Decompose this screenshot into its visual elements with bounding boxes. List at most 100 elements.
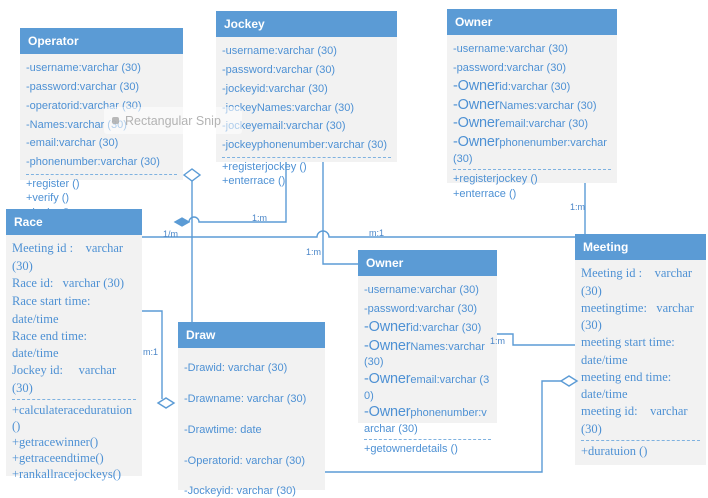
attribute-text: -jockeyNames:varchar (30) (222, 101, 355, 114)
method: +registerjockey () (453, 173, 538, 186)
attribute-text: id:varchar (30) (410, 321, 482, 334)
attribute: Meeting id : varchar (30) (581, 264, 700, 299)
class-box-draw[interactable]: Draw -Drawid: varchar (30) -Drawname: var… (178, 322, 325, 497)
attribute: Race end time: date/time (12, 327, 136, 362)
snip-icon (112, 117, 119, 124)
connector-ownermid-meeting[interactable] (497, 333, 575, 346)
attribute: Race id: varchar (30) (12, 274, 136, 293)
method: +verify () (26, 192, 70, 205)
multiplicity-label-jockey-owner: 1:m (306, 247, 322, 257)
separator-line (12, 398, 136, 400)
attribute-text: -username:varchar (30) (453, 43, 568, 55)
method: +getracewinner() (12, 434, 99, 449)
attribute-list: -username:varchar (30) -password:varchar … (364, 280, 491, 436)
method: +getraceendtime() (12, 450, 104, 465)
attribute-text: -email:varchar (30) (26, 137, 119, 150)
attribute-text: -phonenumber:varchar (30) (26, 156, 160, 169)
attribute-text: -password:varchar (30) (364, 302, 478, 315)
class-box-owner-mid[interactable]: Owner -username:varchar (30) -password:va… (358, 250, 497, 455)
method: +calculateraceduratuion () (12, 402, 136, 433)
separator-line (222, 157, 391, 159)
attribute: -jockeyphonenumber:varchar (30) (222, 135, 391, 154)
attribute-text: -jockeyid:varchar (30) (222, 82, 328, 95)
attribute-prefix: -Owner (364, 318, 411, 335)
class-title-jockey: Jockey (216, 11, 397, 37)
attribute-list: -username:varchar (30) -password:varchar … (26, 58, 177, 171)
attribute: -OwnerNames:varchar (30) (453, 96, 611, 115)
attribute: -password:varchar (30) (453, 58, 611, 77)
method-list: +registerjockey ()+enterrace () (222, 160, 391, 189)
attribute: -password:varchar (30) (364, 299, 491, 318)
attribute-list: Meeting id : varchar (30)Race id: varcha… (12, 239, 136, 396)
class-box-meeting[interactable]: Meeting Meeting id : varchar (30)meeting… (575, 234, 706, 465)
separator-line (364, 438, 491, 440)
method-list: +calculateraceduratuion ()+getracewinner… (12, 402, 136, 482)
attribute: -Drawtime: date (184, 420, 319, 439)
attribute-text: -password:varchar (30) (26, 80, 140, 93)
attribute: -Ownerphonenumber:varchar (30) (364, 403, 491, 436)
attribute-text: meeting end time: date/time (581, 369, 675, 402)
attribute-prefix: -Owner (364, 370, 411, 387)
attribute: -Ownerid:varchar (30) (364, 318, 491, 337)
class-box-jockey[interactable]: Jockey -username:varchar (30) -password:v… (216, 11, 397, 187)
attribute: meeting end time: date/time (581, 368, 700, 403)
attribute-text: Race end time: date/time (12, 328, 97, 361)
attribute: -Drawname: varchar (30) (184, 389, 319, 408)
attribute: -Drawid: varchar (30) (184, 358, 319, 377)
separator-line (581, 439, 700, 441)
attribute: -password:varchar (30) (222, 60, 391, 79)
attribute: -Ownerid:varchar (30) (453, 77, 611, 96)
attribute: Jockey id: varchar (30) (12, 361, 136, 396)
attribute-prefix: -Owner (364, 403, 411, 420)
multiplicity-label-owner-meeting: 1:m (570, 202, 586, 212)
attribute: -phonenumber:varchar (30) (26, 152, 177, 171)
attribute-list: -Drawid: varchar (30) -Drawname: varchar … (184, 358, 319, 498)
attribute-prefix: -Owner (453, 115, 500, 132)
attribute: -username:varchar (30) (222, 41, 391, 60)
attribute: Race start time: date/time (12, 292, 136, 327)
attribute: -jockeyNames:varchar (30) (222, 98, 391, 117)
method: +register () (26, 178, 80, 191)
attribute-list: Meeting id : varchar (30)meetingtime: va… (581, 264, 700, 437)
attribute-text: -password:varchar (30) (222, 63, 336, 76)
attribute-text: -Operatorid: varchar (30) (184, 454, 306, 467)
attribute: meetingtime: varchar (30) (581, 299, 700, 334)
attribute: meeting id: varchar (30) (581, 402, 700, 437)
attribute-text: -Drawid: varchar (30) (184, 362, 288, 374)
attribute-text: -jockeyphonenumber:varchar (30) (222, 139, 388, 152)
attribute: meeting start time: date/time (581, 333, 700, 368)
class-box-owner-top[interactable]: Owner -username:varchar (30)-password:va… (447, 9, 617, 200)
method-list: +duratuion () (581, 443, 700, 459)
class-box-operator[interactable]: Operator -username:varchar (30) -password… (20, 28, 183, 219)
multiplicity-label-race-left: 1/m (163, 229, 179, 239)
attribute-text: meeting start time: date/time (581, 335, 678, 367)
class-title-owner-mid: Owner (358, 250, 497, 276)
method-list: +getownerdetails () (364, 442, 491, 456)
class-title-operator: Operator (20, 28, 183, 54)
attribute: -OwnerNames:varchar (30) (364, 337, 491, 370)
method-list: +registerjockey ()+enterrace () (453, 172, 611, 201)
attribute-text: Race start time: date/time (12, 294, 100, 326)
attribute: -Owneremail:varchar (30) (453, 114, 611, 133)
method: +getownerdetails () (364, 442, 458, 455)
attribute-text: -username:varchar (30) (222, 45, 337, 57)
attribute-text: -username:varchar (30) (364, 284, 479, 296)
attribute-prefix: -Owner (364, 337, 411, 354)
class-title-draw: Draw (178, 322, 325, 348)
attribute-text: id:varchar (30) (499, 80, 571, 93)
connector-race-meeting[interactable] (142, 230, 575, 238)
attribute-text: -Drawtime: date (184, 423, 262, 436)
attribute: -username:varchar (30) (26, 58, 177, 77)
multiplicity-label-race-meeting: m:1 (369, 228, 385, 238)
method: +enterrace () (453, 187, 517, 200)
attribute-text: -username:varchar (30) (26, 62, 141, 74)
separator-line (453, 169, 611, 171)
snip-watermark: Rectangular Snip (104, 107, 242, 134)
attribute-text: Meeting id : varchar (30) (12, 241, 127, 273)
attribute: Meeting id : varchar (30) (12, 239, 136, 274)
class-title-race: Race (6, 209, 142, 235)
class-box-race[interactable]: Race Meeting id : varchar (30)Race id: v… (6, 209, 142, 481)
separator-line (26, 174, 177, 176)
attribute: -password:varchar (30) (26, 77, 177, 96)
